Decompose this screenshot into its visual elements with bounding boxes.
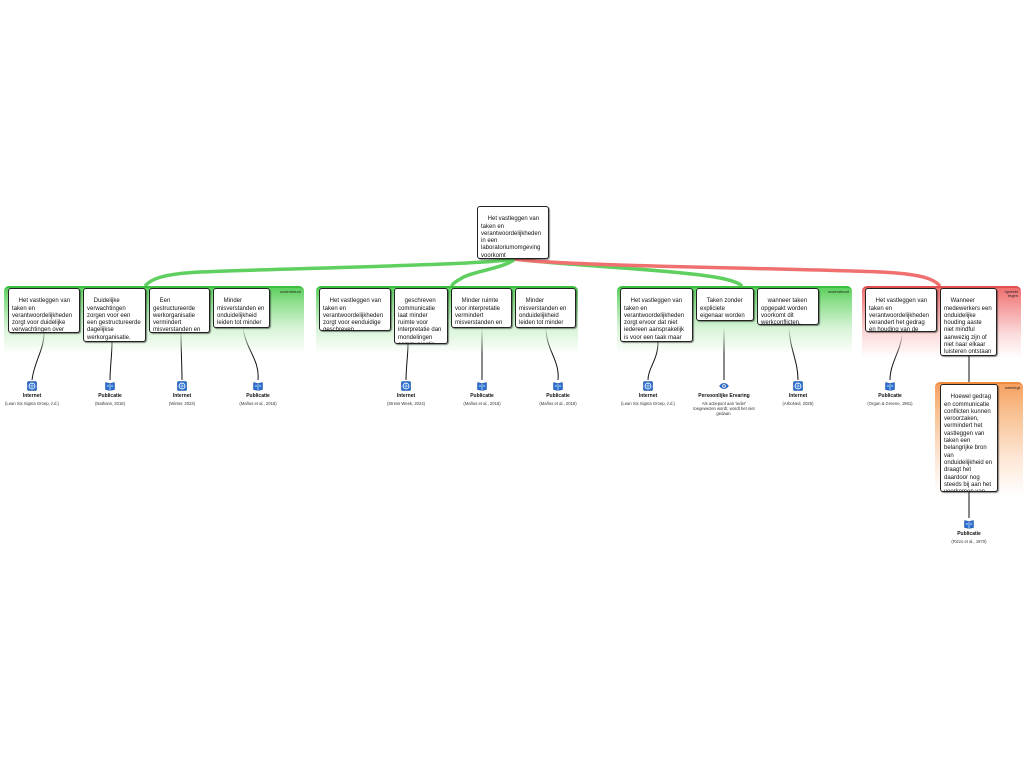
claim-text: Hoewel gedrag en communicatie conflicten… [944, 394, 993, 491]
source-ref: (Maños et al., 2018) [239, 401, 277, 406]
source-type: Publicatie [98, 393, 122, 399]
claim-node-3[interactable]: Een gestructureerde werkorganisatie verm… [149, 288, 210, 333]
source-ref: (Winter, 2024) [168, 401, 196, 406]
publication-icon [477, 382, 487, 391]
source-type: Internet [172, 393, 192, 399]
claim-node-9[interactable]: Het vastleggen van taken en verantwoorde… [620, 288, 693, 342]
source-type: Internet [788, 393, 808, 399]
source-type: Publicatie [878, 393, 902, 399]
claim-node-2[interactable]: Duidelijke verwachtingen zorgen voor een… [83, 288, 146, 342]
source-item[interactable]: Internet (Winter, 2024) [152, 381, 212, 406]
internet-icon [793, 381, 803, 391]
source-item[interactable]: Publicatie (Rizzo et al., 1970) [939, 519, 999, 544]
source-item[interactable]: Publicatie (Maños et al., 2018) [528, 381, 588, 406]
source-type: Internet [22, 393, 42, 399]
source-item[interactable]: Publicatie (Maños et al., 2018) [228, 381, 288, 406]
group-label: weerlegt [1004, 385, 1020, 390]
internet-icon [177, 381, 187, 391]
source-ref: (ArboNed, 2026) [782, 401, 814, 406]
claim-text: Het vastleggen van taken en verantwoorde… [624, 298, 685, 341]
internet-icon [27, 381, 37, 391]
claim-node-5[interactable]: Het vastleggen van taken en verantwoorde… [319, 288, 391, 331]
claim-text: Het vastleggen van taken en verantwoorde… [12, 298, 73, 333]
source-type: Publicatie [470, 393, 494, 399]
claim-text: Duidelijke verwachtingen zorgen voor een… [87, 298, 143, 341]
source-item[interactable]: Publicatie (Maños et al., 2018) [452, 381, 512, 406]
publication-icon [964, 520, 974, 529]
claim-node-8[interactable]: Minder misverstanden en onduidelijkheid … [515, 288, 576, 328]
source-ref: (Rizzo et al., 1970) [951, 539, 987, 544]
source-ref: (Lean Six Sigma Groep, z.d.) [5, 401, 59, 406]
claim-text: Minder ruimte voor interpretatie vermind… [455, 298, 503, 327]
claim-text: Het vastleggen van taken en verantwoorde… [869, 298, 930, 332]
group-label: ondersteunt [827, 289, 849, 294]
claim-text: geschreven communicatie laat minder ruim… [398, 298, 442, 343]
claim-node-1[interactable]: Het vastleggen van taken en verantwoorde… [8, 288, 80, 333]
source-ref: (Nathans, 2016) [94, 401, 126, 406]
source-item[interactable]: Internet (Stress Week, 2024) [376, 381, 436, 406]
claim-node-6[interactable]: geschreven communicatie laat minder ruim… [394, 288, 448, 344]
source-item[interactable]: Publicatie (Organ & Greene, 1981) [860, 381, 920, 406]
publication-icon [105, 382, 115, 391]
claim-text: Een gestructureerde werkorganisatie verm… [153, 298, 201, 333]
objection-node-2[interactable]: Wanneer medewerkers een onduidelijke hou… [940, 288, 997, 356]
claim-text: Minder misverstanden en onduidelijkheid … [519, 298, 567, 327]
claim-text: Minder misverstanden en onduidelijkheid … [217, 298, 265, 327]
claim-node-4[interactable]: Minder misverstanden en onduidelijkheid … [213, 288, 270, 328]
source-item[interactable]: Internet (Lean Six Sigma Groep, z.d.) [2, 381, 62, 406]
source-ref: (Organ & Greene, 1981) [867, 401, 913, 406]
claim-node-7[interactable]: Minder ruimte voor interpretatie vermind… [451, 288, 512, 328]
source-item[interactable]: Internet (ArboNed, 2026) [768, 381, 828, 406]
publication-icon [885, 382, 895, 391]
group-label: ondersteunt [279, 289, 301, 294]
source-type: Persoonlijke Ervaring [698, 393, 750, 399]
source-type: Publicatie [546, 393, 570, 399]
main-claim-node[interactable]: Het vastleggen van taken en verantwoorde… [477, 206, 549, 259]
rebuttal-node[interactable]: Hoewel gedrag en communicatie conflicten… [940, 384, 998, 492]
source-item[interactable]: Persoonlijke Ervaring Als actiepunt aan … [692, 381, 756, 416]
source-item[interactable]: Publicatie (Nathans, 2016) [80, 381, 140, 406]
claim-text: Wanneer medewerkers een onduidelijke hou… [944, 298, 992, 356]
publication-icon [553, 382, 563, 391]
claim-node-11[interactable]: wanneer taken opgepakt worden voorkomt d… [757, 288, 819, 325]
source-ref: (Maños et al., 2018) [539, 401, 577, 406]
publication-icon [253, 382, 263, 391]
group-label: spreekt tegen [1004, 289, 1018, 299]
source-type: Publicatie [246, 393, 270, 399]
eye-icon [719, 383, 729, 389]
claim-node-10[interactable]: Taken zonder expliciete eigenaar worden … [696, 288, 754, 321]
source-ref: (Stress Week, 2024) [386, 401, 426, 406]
source-ref: Als actiepunt aan 'ieder' toegewezen wor… [693, 401, 755, 416]
source-type: Publicatie [957, 531, 981, 537]
main-claim-text: Het vastleggen van taken en verantwoorde… [481, 216, 542, 259]
claim-text: Het vastleggen van taken en verantwoorde… [323, 298, 384, 331]
internet-icon [643, 381, 653, 391]
objection-node[interactable]: Het vastleggen van taken en verantwoorde… [865, 288, 937, 332]
source-ref: (Maños et al., 2018) [463, 401, 501, 406]
source-type: Internet [638, 393, 658, 399]
claim-text: Taken zonder expliciete eigenaar worden … [700, 298, 745, 319]
source-ref: (Lean Six Sigma Groep, z.d.) [621, 401, 675, 406]
claim-text: wanneer taken opgepakt worden voorkomt d… [761, 298, 809, 325]
internet-icon [401, 381, 411, 391]
source-item[interactable]: Internet (Lean Six Sigma Groep, z.d.) [618, 381, 678, 406]
source-type: Internet [396, 393, 416, 399]
